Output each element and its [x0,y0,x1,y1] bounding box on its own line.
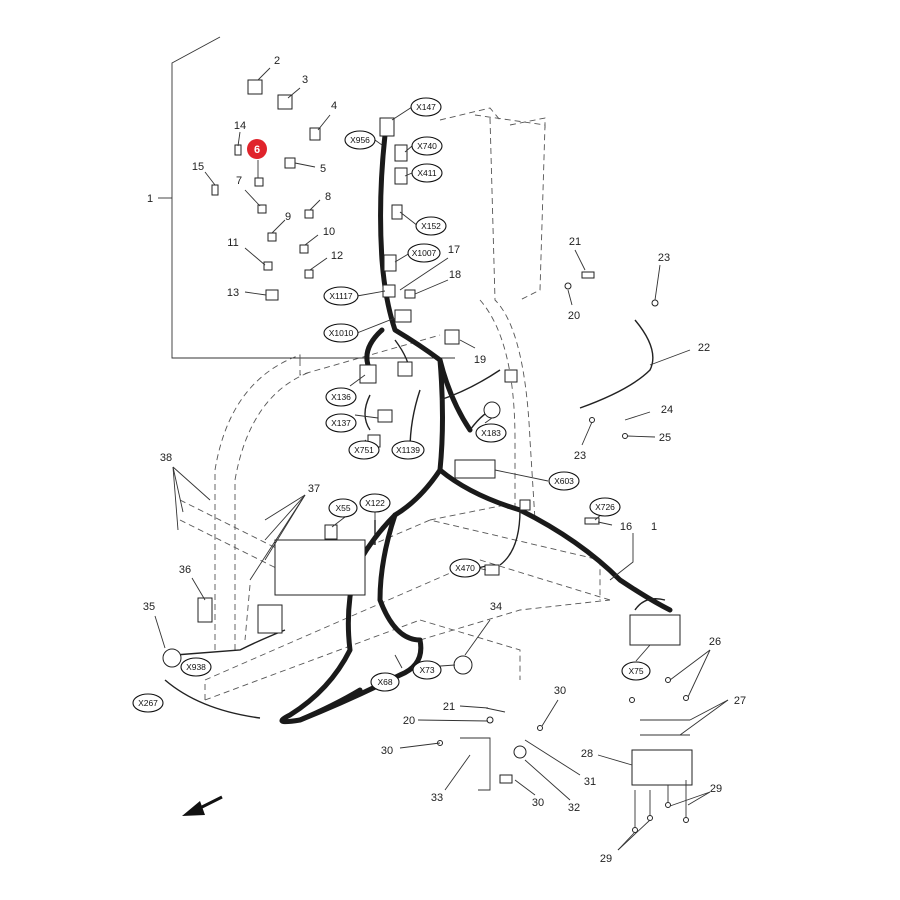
connector-x956: X956 [350,135,370,145]
callout-24: 24 [661,404,673,416]
callout-5: 5 [320,163,326,175]
callout-13: 13 [227,287,239,299]
connector-x267: X267 [138,698,158,708]
callout-1: 1 [147,193,153,205]
callout-9: 9 [285,211,291,223]
callout-34: 34 [490,601,502,613]
connector-labels: X147 X956 X740 X411 X152 X1007 X1117 X10… [132,97,651,713]
callout-10: 10 [323,226,335,238]
callout-37: 37 [308,483,320,495]
callout-14: 14 [234,120,246,132]
callout-4: 4 [331,100,337,112]
callout-30a: 30 [554,685,566,697]
callout-26: 26 [709,636,721,648]
highlight-badge [247,139,267,159]
callout-21b: 21 [443,701,455,713]
callout-28: 28 [581,748,593,760]
callout-7: 7 [236,175,242,187]
connector-x1010: X1010 [329,328,354,338]
callout-12: 12 [331,250,343,262]
callout-17: 17 [448,244,460,256]
callout-numbers: 1 2 3 4 5 7 8 9 10 11 12 13 14 15 16 1 1… [143,55,746,865]
highlighted-callout-6[interactable]: 6 [247,139,267,159]
callout-35: 35 [143,601,155,613]
callout-25: 25 [659,432,671,444]
callout-32: 32 [568,802,580,814]
callout-29b: 29 [600,853,612,865]
connector-x603: X603 [554,476,574,486]
connector-x1007: X1007 [412,248,437,258]
connector-x183: X183 [481,428,501,438]
callout-20a: 20 [568,310,580,322]
small-parts [211,79,693,833]
connector-x411: X411 [417,168,436,178]
callout-29a: 29 [710,783,722,795]
callout-3: 3 [302,74,308,86]
callout-8: 8 [325,191,331,203]
highlight-label: 6 [254,144,260,156]
connector-x55: X55 [335,503,350,513]
callout-20b: 20 [403,715,415,727]
direction-arrow-icon [182,795,223,816]
callout-16: 16 [620,521,632,533]
callout-21a: 21 [569,236,581,248]
connector-x136: X136 [331,392,351,402]
callout-11: 11 [227,237,238,249]
callout-2: 2 [274,55,280,67]
connector-x73: X73 [419,665,434,675]
leader-lines [154,67,729,851]
callout-30b: 30 [381,745,393,757]
callout-31: 31 [584,776,596,788]
callout-23b: 23 [574,450,586,462]
connector-x740: X740 [417,141,437,151]
callout-15: 15 [192,161,204,173]
connector-x1117: X1117 [329,291,353,301]
connector-x137: X137 [331,418,351,428]
callout-38: 38 [160,452,172,464]
callout-27: 27 [734,695,746,707]
callout-23a: 23 [658,252,670,264]
connector-x470: X470 [455,563,475,573]
connector-x726: X726 [595,502,615,512]
connector-x938: X938 [186,662,206,672]
group-bracket [171,36,455,359]
callout-18: 18 [449,269,461,281]
callout-30c: 30 [532,797,544,809]
connector-x152: X152 [421,221,441,231]
callout-22: 22 [698,342,710,354]
callout-33: 33 [431,792,443,804]
connector-x122: X122 [365,498,385,508]
connector-x147: X147 [416,102,436,112]
connector-x1139: X1139 [396,445,420,455]
callout-19: 19 [474,354,486,366]
callout-1b: 1 [651,521,657,533]
connector-x751: X751 [354,445,374,455]
callout-36: 36 [179,564,191,576]
cab-frame [179,107,611,701]
harness-connectors [162,117,681,675]
connector-x68: X68 [377,677,392,687]
connector-x75: X75 [628,666,643,676]
